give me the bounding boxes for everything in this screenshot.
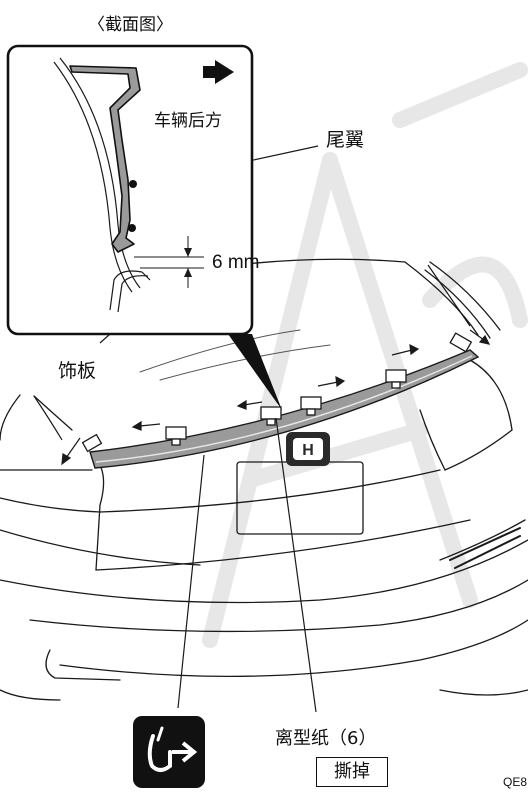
tab-5 <box>385 369 407 389</box>
peel-hand-icon <box>133 716 205 788</box>
pull-arrows <box>61 329 491 466</box>
spoiler-part <box>89 349 480 469</box>
figure-code: QE8 <box>503 775 528 789</box>
arrow-right-icon <box>203 60 234 84</box>
vehicle-rear-label: 车辆后方 <box>154 111 222 131</box>
gap-dimension-label: 6 mm <box>212 252 260 273</box>
tab-6 <box>449 332 473 353</box>
section-pointer <box>228 334 282 410</box>
guide-lines <box>33 264 471 441</box>
svg-text:H: H <box>302 442 314 459</box>
section-inset <box>6 44 254 336</box>
release-paper-label: 离型纸（6） <box>275 728 377 749</box>
section-view-title: 〈截面图〉 <box>88 15 173 35</box>
peel-off-label: 撕掉 <box>316 757 388 787</box>
watermark <box>202 62 528 648</box>
tab-4 <box>300 396 322 416</box>
emblem: H <box>286 432 330 466</box>
tab-1 <box>81 433 103 453</box>
spoiler-label: 尾翼 <box>326 129 365 151</box>
trim-panel-label: 饰板 <box>58 360 97 382</box>
tab-2 <box>165 426 187 446</box>
release-tabs <box>81 332 473 453</box>
tab-3 <box>260 406 282 426</box>
